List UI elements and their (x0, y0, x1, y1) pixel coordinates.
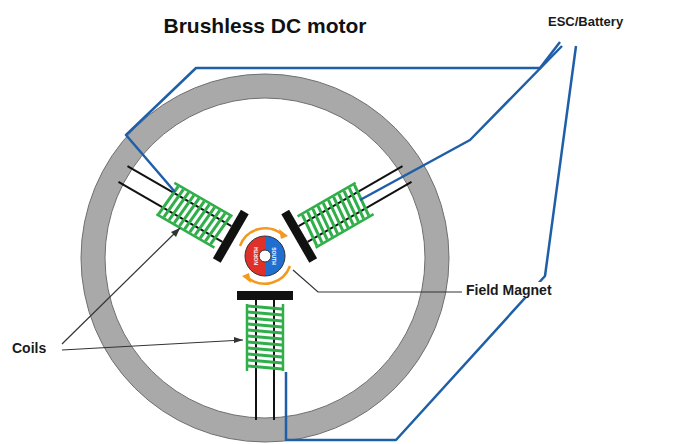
part-label: Field Magnet (464, 282, 554, 298)
part-label: ESC/Battery (548, 14, 623, 29)
part-label: Coils (12, 340, 46, 356)
diagram-title: Brushless DC motor (0, 14, 530, 38)
pole-label: NORTH (253, 247, 259, 265)
pole-label: SOUTH (271, 247, 277, 265)
